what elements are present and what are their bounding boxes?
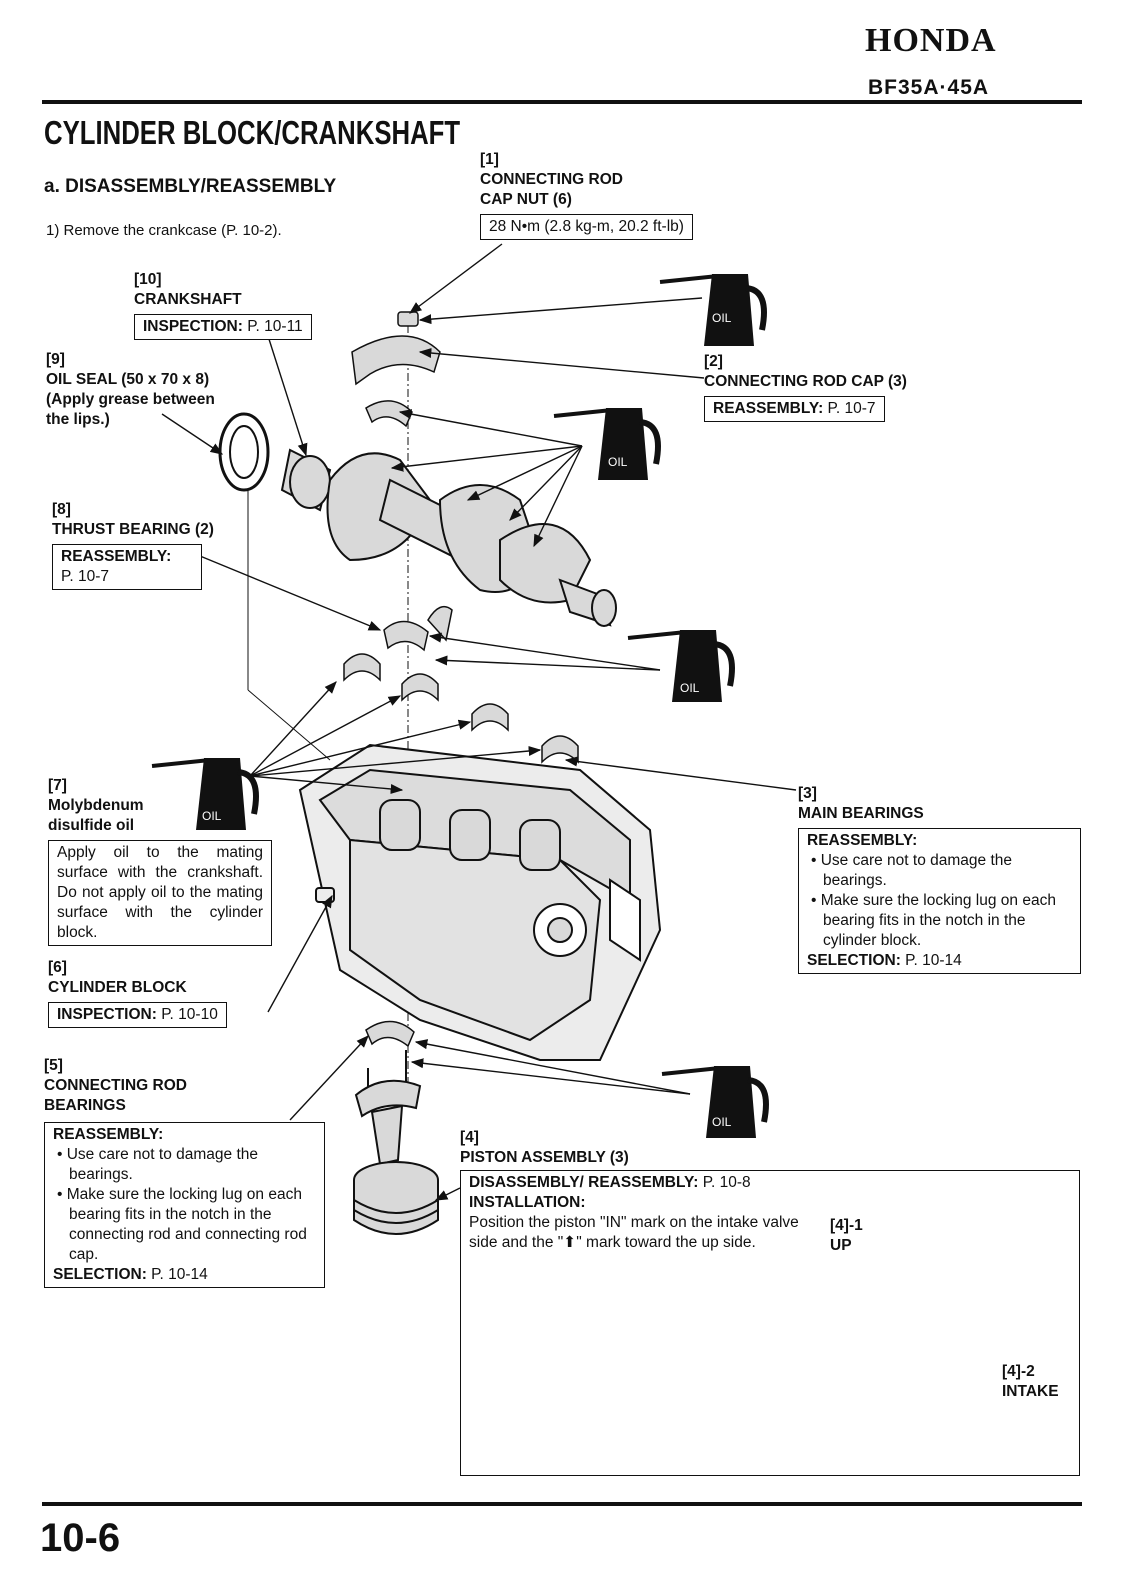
- bullet-item: • Use care not to damage the bearings.: [57, 1146, 259, 1183]
- oil-can-icon: OIL: [662, 1066, 766, 1138]
- callout-name: MAIN BEARINGS: [798, 805, 924, 822]
- rod-cap-reassembly-box: REASSEMBLY: P. 10-7: [704, 396, 885, 422]
- callout-number: [4]-2: [1002, 1363, 1035, 1380]
- page-ref: P. 10-11: [242, 318, 303, 335]
- callout-number: [2]: [704, 353, 723, 370]
- callout-number: [6]: [48, 959, 67, 976]
- box-key: INSTALLATION:: [469, 1194, 586, 1211]
- callout-number: [4]-1: [830, 1217, 863, 1234]
- page-ref: P. 10-7: [61, 568, 109, 585]
- page-ref: P. 10-8: [698, 1174, 751, 1191]
- callout-number: [10]: [134, 271, 162, 288]
- callout-5: [5] CONNECTING ROD BEARINGS: [44, 1056, 187, 1116]
- connecting-rod-bearing-part: [365, 1020, 415, 1048]
- header-rule: [42, 100, 1082, 104]
- callout-number: [4]: [460, 1129, 479, 1146]
- box-key: REASSEMBLY:: [61, 548, 172, 565]
- upper-bearing-part: [365, 400, 413, 428]
- oil-can-label: OIL: [712, 311, 732, 325]
- callout-name: UP: [830, 1237, 852, 1254]
- crankshaft-inspection-box: INSPECTION: P. 10-11: [134, 314, 312, 340]
- crankshaft-part: [280, 448, 617, 627]
- section-subtitle: a. DISASSEMBLY/REASSEMBLY: [44, 176, 337, 197]
- box-key: REASSEMBLY:: [807, 832, 918, 849]
- connecting-rod-cap-part: [351, 335, 441, 386]
- piston-assembly-box: DISASSEMBLY/ REASSEMBLY: P. 10-8 INSTALL…: [460, 1170, 1080, 1476]
- bullet-item: • Make sure the locking lug on each bear…: [57, 1186, 307, 1263]
- box-key: REASSEMBLY:: [53, 1126, 164, 1143]
- callout-name: CAP NUT (6): [480, 191, 572, 208]
- callout-number: [5]: [44, 1057, 63, 1074]
- callout-10: [10] CRANKSHAFT: [134, 270, 242, 310]
- callout-4: [4] PISTON ASSEMBLY (3): [460, 1128, 629, 1168]
- oil-can-icon: OIL: [628, 630, 732, 702]
- box-key: INSPECTION:: [143, 318, 243, 335]
- callout-number: [3]: [798, 785, 817, 802]
- callout-name: PISTON ASSEMBLY (3): [460, 1149, 629, 1166]
- thrust-bearing-part: [383, 605, 453, 652]
- torque-spec-box: 28 N•m (2.8 kg-m, 20.2 ft-lb): [480, 214, 693, 240]
- model-number: BF35A·45A: [868, 76, 990, 99]
- callout-name: BEARINGS: [44, 1097, 126, 1114]
- callout-name: CONNECTING ROD: [480, 171, 623, 188]
- bullet-item: • Make sure the locking lug on each bear…: [811, 892, 1056, 949]
- oil-can-icon: OIL: [554, 408, 658, 480]
- oil-can-icon: OIL: [152, 758, 256, 830]
- oil-can-label: OIL: [712, 1115, 732, 1129]
- footer-rule: [42, 1502, 1082, 1506]
- callout-name: INTAKE: [1002, 1383, 1059, 1400]
- callout-note: (Apply grease between: [46, 391, 215, 408]
- oil-can-icon: OIL: [660, 274, 764, 346]
- callout-9: [9] OIL SEAL (50 x 70 x 8) (Apply grease…: [46, 350, 215, 430]
- callout-7: [7] Molybdenum disulfide oil: [48, 776, 144, 836]
- rod-bearings-reassembly-box: REASSEMBLY: • Use care not to damage the…: [44, 1122, 325, 1288]
- callout-name: OIL SEAL (50 x 70 x 8): [46, 371, 210, 388]
- callout-name: CRANKSHAFT: [134, 291, 242, 308]
- bullet-item: • Use care not to damage the bearings.: [811, 852, 1013, 889]
- oil-can-label: OIL: [608, 455, 628, 469]
- brand-logo-text: HONDA: [865, 22, 997, 59]
- callout-4-2: [4]-2 INTAKE: [1002, 1362, 1059, 1402]
- callout-name: CONNECTING ROD CAP (3): [704, 373, 907, 390]
- piston-assembly-part: [353, 1050, 439, 1235]
- step-instruction: 1) Remove the crankcase (P. 10-2).: [46, 222, 282, 239]
- oil-can-label: OIL: [680, 681, 700, 695]
- callout-name: THRUST BEARING (2): [52, 521, 214, 538]
- page-ref: P. 10-14: [900, 952, 962, 969]
- callout-number: [1]: [480, 151, 499, 168]
- cap-nut-part: [397, 311, 419, 327]
- box-key: INSPECTION:: [57, 1006, 157, 1023]
- thrust-bearing-reassembly-box: REASSEMBLY: P. 10-7: [52, 544, 202, 590]
- cylinder-block-part: [298, 743, 662, 1061]
- callout-name: disulfide oil: [48, 817, 135, 834]
- moly-oil-note-box: Apply oil to the mating surface with the…: [48, 840, 272, 946]
- callout-8: [8] THRUST BEARING (2): [52, 500, 214, 540]
- cylinder-block-inspection-box: INSPECTION: P. 10-10: [48, 1002, 227, 1028]
- callout-number: [8]: [52, 501, 71, 518]
- callout-6: [6] CYLINDER BLOCK: [48, 958, 187, 998]
- page-ref: P. 10-14: [146, 1266, 208, 1283]
- oil-can-label: OIL: [202, 809, 222, 823]
- callout-number: [9]: [46, 351, 65, 368]
- page-ref: P. 10-7: [823, 400, 876, 417]
- callout-name: CONNECTING ROD: [44, 1077, 187, 1094]
- page-title: CYLINDER BLOCK/CRANKSHAFT: [44, 114, 461, 151]
- callout-3: [3] MAIN BEARINGS: [798, 784, 924, 824]
- callout-1: [1] CONNECTING ROD CAP NUT (6): [480, 150, 623, 210]
- callout-number: [7]: [48, 777, 67, 794]
- box-key: SELECTION:: [807, 952, 901, 969]
- callout-4-1: [4]-1 UP: [830, 1216, 863, 1256]
- box-key: SELECTION:: [53, 1266, 147, 1283]
- callout-2: [2] CONNECTING ROD CAP (3): [704, 352, 907, 392]
- callout-name: CYLINDER BLOCK: [48, 979, 187, 996]
- oil-seal-part: [218, 412, 270, 492]
- page-number: 10-6: [40, 1516, 121, 1560]
- box-key: DISASSEMBLY/ REASSEMBLY:: [469, 1174, 699, 1191]
- main-bearings-reassembly-box: REASSEMBLY: • Use care not to damage the…: [798, 828, 1081, 974]
- page-ref: P. 10-10: [156, 1006, 218, 1023]
- box-key: REASSEMBLY:: [713, 400, 824, 417]
- callout-note: the lips.): [46, 411, 110, 428]
- callout-name: Molybdenum: [48, 797, 144, 814]
- installation-text: Position the piston "IN" mark on the int…: [469, 1214, 799, 1251]
